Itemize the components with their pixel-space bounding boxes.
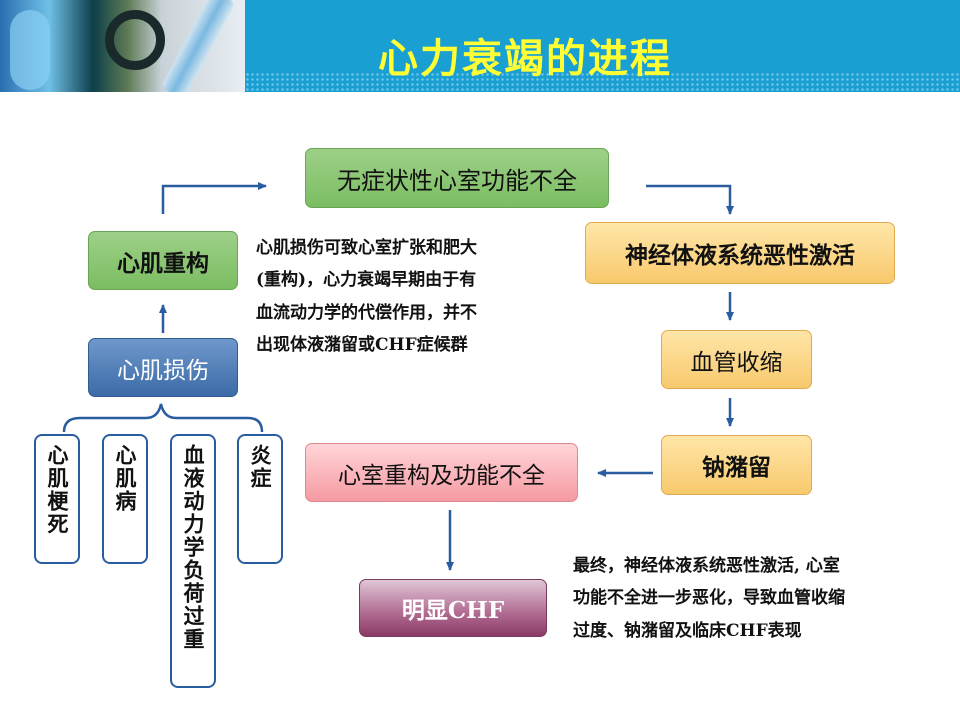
arrow-remodeling-to-asymptomatic [161,182,267,214]
medical-photo [0,0,245,92]
node-asymptomatic: 无症状性心室功能不全 [305,148,609,208]
stethoscope-icon [105,10,165,70]
cause-label: 心肌病 [113,444,138,513]
note-line: 过度、钠潴留及临床CHF表现 [573,620,802,641]
note-line: 功能不全进一步恶化，导致血管收缩 [573,588,845,609]
node-myocardial-injury: 心肌损伤 [88,338,238,397]
brace-causes [62,403,264,433]
node-vasoconstriction: 血管收缩 [661,330,812,389]
slide-title: 心力衰竭的进程 [378,36,672,82]
cause-label: 心肌梗死 [45,444,70,536]
node-neurohumoral: 神经体液系统恶性激活 [585,222,895,284]
node-sodium-retention: 钠潴留 [661,435,812,495]
note-line: 血流动力学的代偿作用，并不 [256,302,477,323]
node-overt-chf: 明显CHF [359,579,547,637]
note-early: 心肌损伤可致心室扩张和肥大 (重构)，心力衰竭早期由于有 血流动力学的代偿作用，… [256,232,556,361]
note-line: 最终，神经体液系统恶性激活, 心室 [573,556,840,576]
cause-box-infarction: 心肌梗死 [34,434,80,564]
header-banner: 心力衰竭的进程 [0,0,960,92]
cause-label: 炎症 [248,444,273,490]
test-tube-icon [10,10,50,90]
node-remodeling-dysfunction: 心室重构及功能不全 [305,443,578,502]
note-line: 出现体液潴留或CHF症候群 [256,334,468,355]
node-myocardial-remodeling: 心肌重构 [88,231,238,290]
arrow-asymptomatic-to-neurohumoral [646,184,734,215]
note-line: (重构)，心力衰竭早期由于有 [256,270,477,291]
note-line: 心肌损伤可致心室扩张和肥大 [256,238,477,258]
dot-pattern [245,72,960,92]
cause-box-hemodynamic-overload: 血液动力学负荷过重 [170,434,216,688]
cause-label: 血液动力学负荷过重 [181,444,206,651]
cause-box-inflammation: 炎症 [237,434,283,564]
note-final: 最终，神经体液系统恶性激活, 心室 功能不全进一步恶化，导致血管收缩 过度、钠潴… [573,550,953,647]
cause-box-cardiomyopathy: 心肌病 [102,434,148,564]
